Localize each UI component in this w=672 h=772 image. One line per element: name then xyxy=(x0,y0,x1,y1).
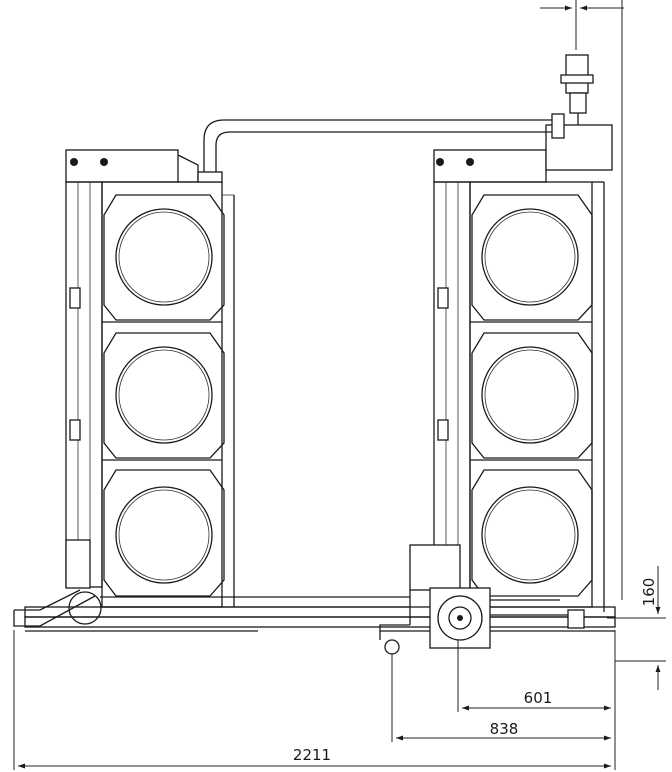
left-lens-middle xyxy=(102,332,225,461)
dim-label-overall-width: 2211 xyxy=(293,746,331,764)
dim-overall-width xyxy=(13,630,616,770)
dim-label-160: 160 xyxy=(640,578,658,607)
top-connecting-pipe xyxy=(197,113,565,183)
dim-top-right xyxy=(540,0,624,600)
right-lens-middle xyxy=(470,332,593,461)
base-frame xyxy=(24,606,616,632)
left-lens-bottom xyxy=(103,469,225,597)
right-filter-unit xyxy=(433,124,613,612)
dim-160 xyxy=(607,566,666,690)
left-filter-unit xyxy=(65,149,235,608)
top-right-valve xyxy=(560,54,594,125)
right-lens-bottom xyxy=(471,469,593,597)
outlet-valve-assembly xyxy=(384,544,585,655)
dim-label-838: 838 xyxy=(490,720,519,738)
dim-label-601: 601 xyxy=(524,689,553,707)
bottom-manifold xyxy=(13,589,411,640)
left-lens-top xyxy=(102,194,225,323)
dim-838 xyxy=(391,654,611,742)
dim-601 xyxy=(457,640,611,712)
right-lens-top xyxy=(470,194,593,323)
